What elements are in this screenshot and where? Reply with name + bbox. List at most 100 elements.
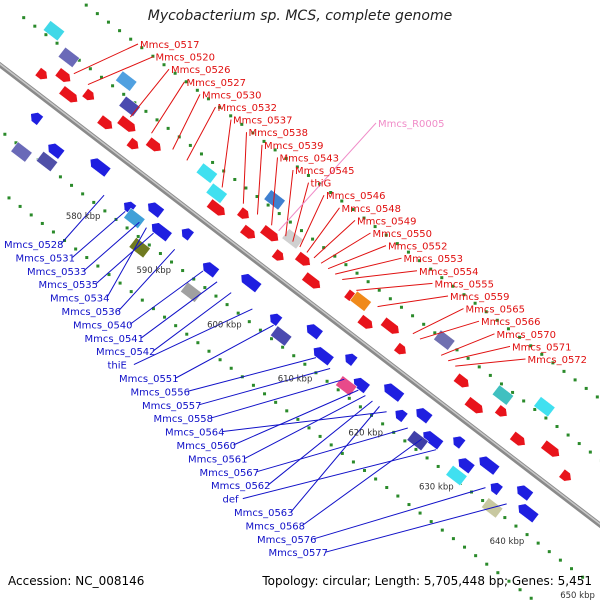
reverse-leader-line	[256, 427, 408, 473]
tick-dot	[451, 284, 455, 288]
forward-leader-line	[256, 144, 263, 215]
forward-gene-arrow-shape	[145, 136, 162, 152]
reverse-leader-line	[313, 487, 486, 540]
tick-dot	[281, 345, 285, 349]
tick-dot	[214, 294, 218, 298]
cog-feature-box	[57, 46, 81, 68]
forward-leader-line	[440, 333, 495, 356]
reverse-gene-label: Mmcs_0535	[39, 280, 99, 291]
tick-dot	[188, 143, 192, 147]
reverse-gene-label: thiE	[108, 361, 127, 372]
tick-dot	[103, 209, 107, 213]
forward-gene-arrow	[463, 396, 484, 414]
tick-dot	[33, 24, 37, 28]
reverse-gene-label: Mmcs_0576	[257, 535, 317, 546]
reverse-gene-arrow	[89, 157, 112, 178]
reverse-leader-line	[83, 221, 140, 272]
forward-gene-label: Mmcs_0572	[528, 355, 588, 366]
tick-dot	[166, 126, 170, 130]
forward-gene-arrow-shape	[494, 404, 508, 418]
tick-dot	[351, 460, 355, 464]
forward-gene-arrow	[236, 206, 250, 220]
tick-dot	[296, 417, 300, 421]
tick-dot	[247, 320, 251, 324]
tick-dot	[529, 344, 533, 348]
forward-gene-label: Mmcs_0532	[218, 103, 278, 114]
tick-dot	[429, 520, 433, 524]
tick-dot	[595, 395, 599, 399]
forward-leader-line	[299, 194, 325, 248]
rna-gene-label: Mmcs_R0005	[378, 119, 444, 130]
tick-dot	[14, 141, 18, 145]
tick-dot	[577, 442, 581, 446]
tick-dot	[562, 369, 566, 373]
tick-dot	[463, 545, 467, 549]
tick-dot	[411, 314, 415, 318]
reverse-gene-arrow-shape	[353, 377, 371, 394]
tick-dot	[518, 588, 522, 592]
tick-dot	[355, 271, 359, 275]
reverse-gene-arrow	[394, 409, 409, 423]
cog-feature	[42, 20, 66, 42]
reverse-gene-arrow-shape	[415, 407, 434, 425]
cog-feature-box	[533, 396, 556, 418]
forward-gene-arrow-shape	[452, 372, 470, 388]
reverse-gene-arrow	[30, 112, 44, 126]
forward-gene-label: Mmcs_0520	[156, 53, 216, 64]
forward-gene-label: Mmcs_0559	[450, 292, 510, 303]
tick-dot	[488, 373, 492, 377]
reverse-gene-arrow	[353, 377, 371, 394]
cog-feature-box	[115, 70, 138, 92]
forward-gene-arrow	[54, 67, 71, 83]
tick-dot	[525, 533, 529, 537]
forward-gene-label: Mmcs_0570	[497, 330, 557, 341]
reverse-gene-arrow-shape	[202, 261, 220, 279]
reverse-gene-arrow-shape	[478, 455, 501, 476]
tick-dot	[558, 558, 562, 562]
forward-gene-label: Mmcs_0538	[249, 128, 309, 139]
tick-dot	[207, 349, 211, 353]
reverse-leader-line	[302, 438, 423, 526]
reverse-leader-line	[152, 292, 232, 352]
reverse-gene-label: Mmcs_0562	[211, 481, 271, 492]
reverse-gene-arrow	[452, 435, 467, 450]
reverse-gene-arrow	[306, 323, 324, 341]
tick-dot	[507, 579, 511, 583]
tick-dot	[7, 196, 11, 200]
reverse-leader-line	[141, 281, 218, 339]
tick-dot	[174, 324, 178, 328]
cog-feature	[270, 325, 293, 347]
tick-dot	[406, 250, 410, 254]
reverse-leader-line	[95, 232, 154, 285]
forward-leader-line	[327, 245, 387, 270]
tick-dot	[496, 571, 500, 575]
forward-gene-label: Mmcs_0545	[295, 166, 355, 177]
tick-dot	[436, 464, 440, 468]
forward-gene-arrow	[239, 224, 256, 240]
tick-dot	[347, 396, 351, 400]
forward-leader-line	[151, 81, 185, 134]
forward-gene-arrow	[301, 271, 321, 290]
tick-dot	[255, 195, 259, 199]
reverse-leader-line	[106, 227, 147, 298]
tick-dot	[273, 148, 277, 152]
tick-dot	[474, 554, 478, 558]
forward-gene-label: Mmcs_0566	[481, 317, 541, 328]
forward-leader-line	[87, 56, 154, 86]
tick-dot	[229, 366, 233, 370]
tick-dot	[584, 386, 588, 390]
tick-dot	[414, 447, 418, 451]
tick-dot	[484, 310, 488, 314]
tick-dot	[147, 243, 151, 247]
tick-dot	[118, 29, 122, 33]
forward-gene-label: Mmcs_0543	[280, 153, 340, 164]
cog-feature	[445, 464, 468, 487]
tick-dot	[363, 468, 367, 472]
cog-feature	[491, 384, 515, 406]
topology-text: Topology: circular; Length: 5,705,448 bp…	[262, 574, 592, 588]
reverse-leader-line	[325, 503, 507, 553]
tick-dot	[385, 486, 389, 490]
tick-dot	[251, 383, 255, 387]
tick-dot	[477, 365, 481, 369]
